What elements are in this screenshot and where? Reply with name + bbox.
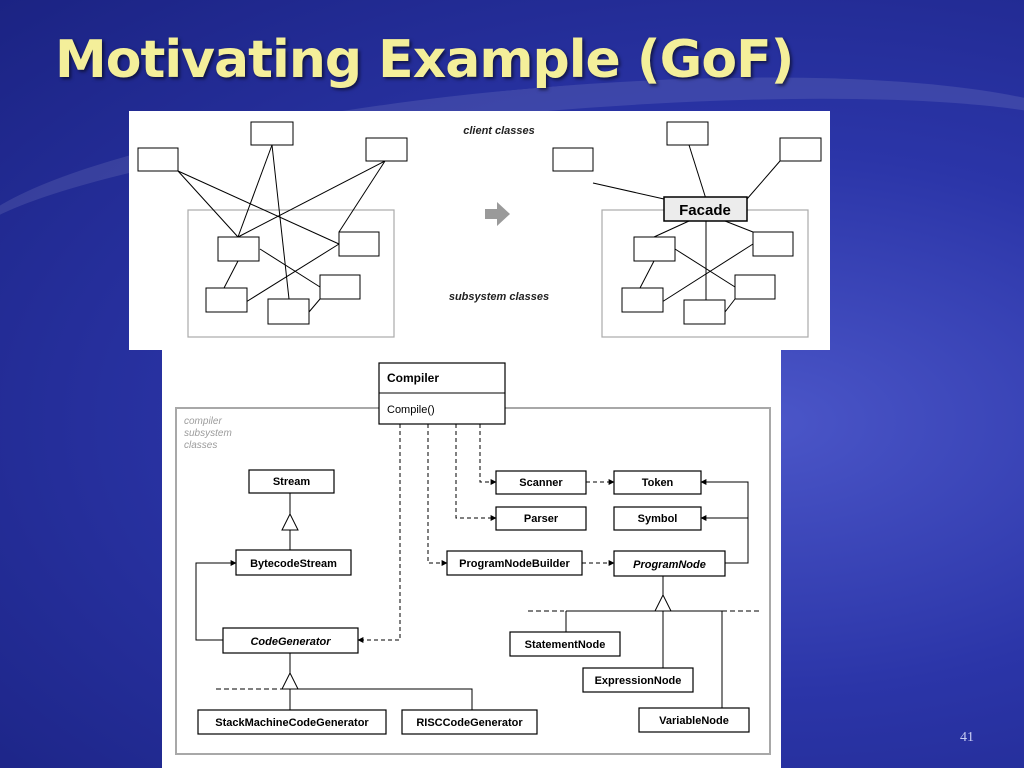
subsystem-box bbox=[633, 236, 676, 262]
bytecodestream-label: BytecodeStream bbox=[250, 558, 337, 570]
association-programnode-token bbox=[700, 479, 749, 564]
subsystem-box bbox=[734, 274, 776, 300]
facade-overview-diagram: client classes subsystem classes bbox=[129, 111, 830, 350]
token-label: Token bbox=[642, 477, 674, 489]
compiler-method: Compile() bbox=[387, 404, 435, 416]
compiler-subsystem-frame bbox=[175, 407, 771, 755]
slide-title: Motivating Example (GoF) bbox=[55, 30, 794, 90]
client-box bbox=[666, 121, 709, 146]
token-class-box bbox=[613, 470, 702, 495]
transform-arrow-icon bbox=[485, 202, 510, 226]
subsystem-label-line1: compiler bbox=[184, 416, 222, 427]
symbol-label: Symbol bbox=[638, 513, 678, 525]
stackmachine-label: StackMachineCodeGenerator bbox=[215, 717, 369, 729]
subsystem-box bbox=[319, 274, 361, 300]
programnode-label: ProgramNode bbox=[633, 559, 706, 571]
stream-label: Stream bbox=[273, 476, 311, 488]
subsystem-box bbox=[267, 298, 310, 325]
inheritance-triangle-programnode bbox=[654, 593, 672, 612]
statementnode-label: StatementNode bbox=[525, 639, 606, 651]
subsystem-box bbox=[338, 231, 380, 257]
client-box bbox=[779, 137, 822, 162]
class-boxes-right bbox=[552, 121, 822, 325]
variablenode-label: VariableNode bbox=[659, 715, 729, 727]
codegenerator-label: CodeGenerator bbox=[250, 636, 331, 648]
subsystem-label-line2: subsystem bbox=[184, 428, 232, 439]
dependency-compiler-parser bbox=[455, 424, 497, 521]
coupling-lines-left bbox=[177, 144, 386, 313]
symbol-class-box bbox=[613, 506, 702, 531]
subsystem-classes-label: subsystem classes bbox=[449, 291, 549, 303]
subsystem-box bbox=[683, 299, 726, 325]
client-classes-label: client classes bbox=[463, 125, 535, 137]
client-box bbox=[552, 147, 594, 172]
page-number: 41 bbox=[960, 730, 974, 745]
class-boxes-left bbox=[137, 121, 408, 325]
dependency-compiler-builder bbox=[427, 424, 448, 566]
subsystem-label-line3: classes bbox=[184, 440, 217, 451]
compiler-class-name: Compiler bbox=[387, 371, 439, 385]
inheritance-line-risc bbox=[290, 688, 473, 710]
subsystem-box bbox=[752, 231, 794, 257]
client-box bbox=[137, 147, 179, 172]
statementnode-class-box bbox=[509, 631, 621, 657]
dependency-compiler-scanner bbox=[479, 424, 497, 485]
parser-label: Parser bbox=[524, 513, 559, 525]
bytecodestream-class-box bbox=[235, 549, 352, 576]
subsystem-box bbox=[217, 236, 260, 262]
variablenode-class-box bbox=[638, 707, 750, 733]
client-box bbox=[365, 137, 408, 162]
stackmachine-class-box bbox=[197, 709, 387, 735]
compiler-class: Compiler Compile() bbox=[378, 362, 506, 425]
compiler-class-diagram: compiler subsystem classes bbox=[162, 350, 781, 768]
facade-label: Facade bbox=[679, 202, 731, 219]
facade-box bbox=[663, 196, 748, 222]
subsystem-box bbox=[205, 287, 248, 313]
facade-overview-svg: client classes subsystem classes bbox=[137, 121, 822, 338]
stream-class-box bbox=[248, 469, 335, 494]
association-codegen-bytecodestream bbox=[195, 560, 237, 641]
programnode-class-box bbox=[613, 550, 726, 577]
codegenerator-class-box bbox=[222, 627, 359, 654]
facade-lines-right bbox=[592, 144, 781, 313]
expressionnode-class-box bbox=[582, 667, 694, 693]
inheritance-triangle-codegen bbox=[281, 671, 299, 690]
inheritance-triangle-stream bbox=[281, 512, 299, 531]
subsystem-box bbox=[621, 287, 664, 313]
compiler-class-diagram-svg: compiler subsystem classes bbox=[175, 362, 771, 755]
parser-class-box bbox=[495, 506, 587, 531]
scanner-label: Scanner bbox=[519, 477, 563, 489]
client-box bbox=[250, 121, 294, 146]
expressionnode-label: ExpressionNode bbox=[595, 675, 682, 687]
programnodebuilder-class-box bbox=[446, 550, 583, 576]
risc-label: RISCCodeGenerator bbox=[416, 717, 523, 729]
programnodebuilder-label: ProgramNodeBuilder bbox=[459, 558, 570, 570]
dependency-compiler-codegen bbox=[357, 424, 401, 643]
risc-class-box bbox=[401, 709, 538, 735]
scanner-class-box bbox=[495, 470, 587, 495]
